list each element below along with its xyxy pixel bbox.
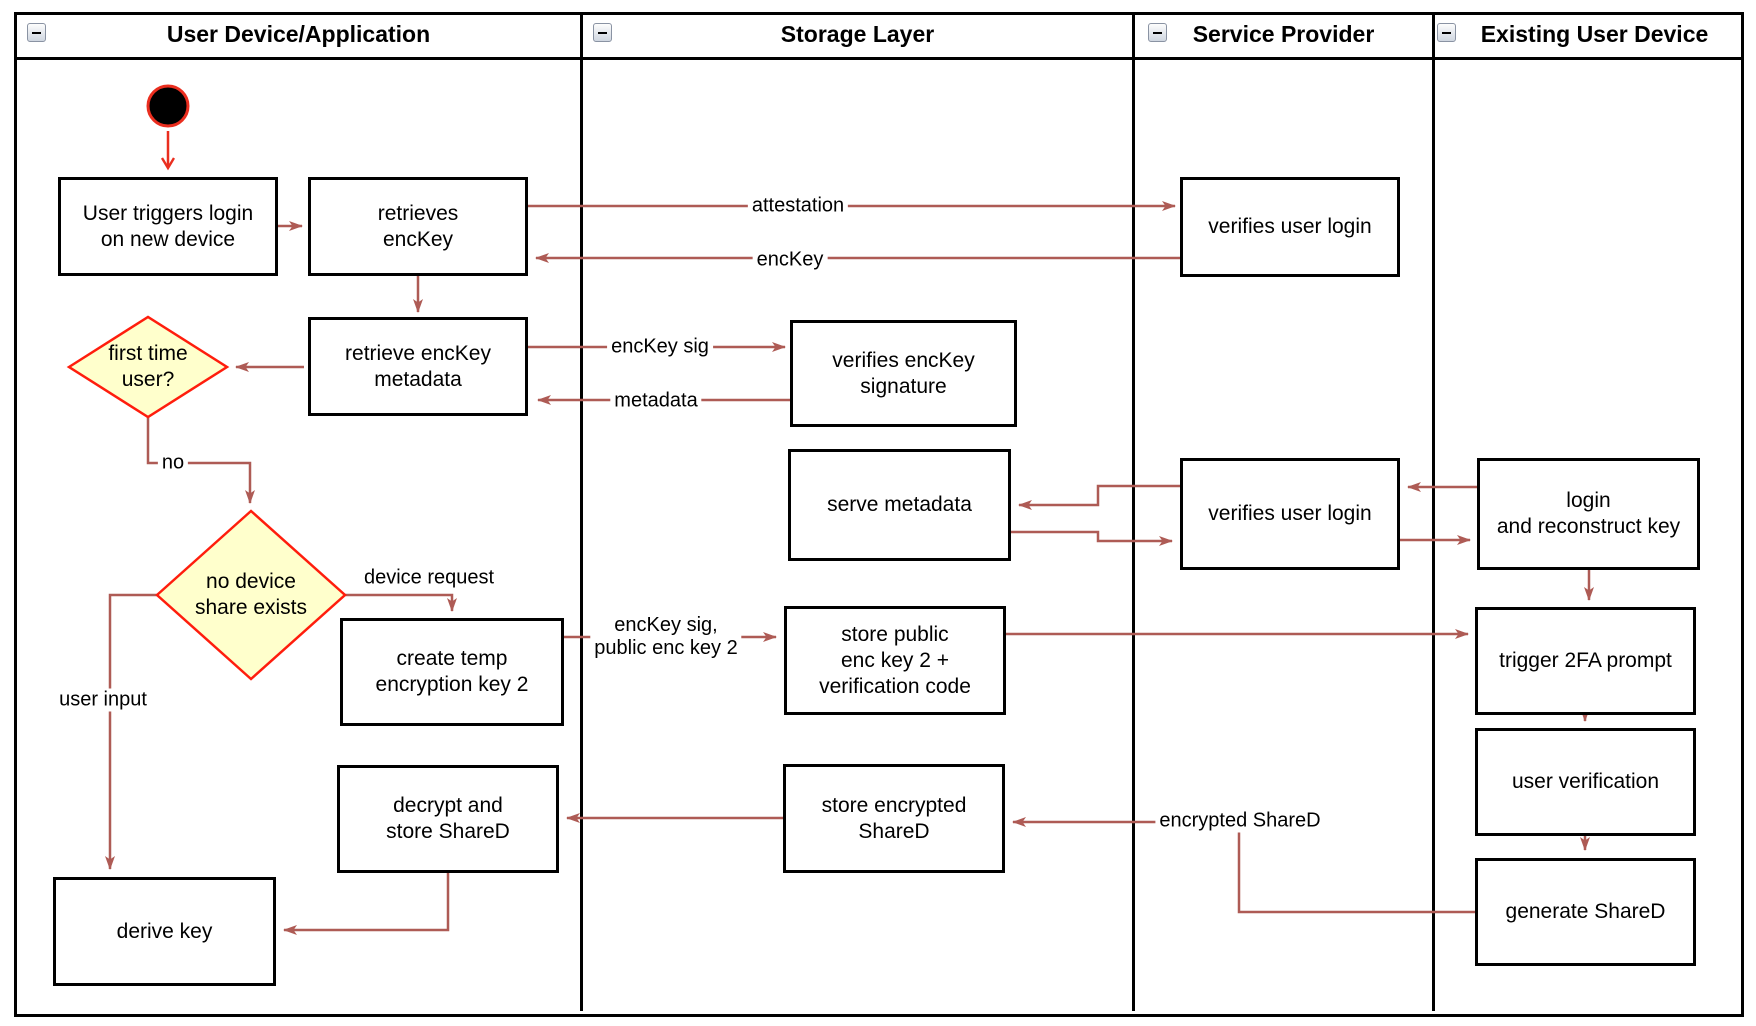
- diagram-frame: [14, 12, 1744, 1017]
- edge-label-enckey: encKey: [752, 248, 828, 272]
- decision-first-time-label: first time user?: [108, 342, 188, 391]
- node-verifies-user-login-mid[interactable]: verifies user login: [1180, 458, 1400, 570]
- decision-no-share-label: no device share exists: [194, 570, 308, 619]
- decision-no-device-share[interactable]: [155, 509, 347, 681]
- collapse-lane-icon[interactable]: [27, 23, 46, 42]
- lane-divider-3: [1432, 12, 1435, 1011]
- edge-label-metadata: metadata: [610, 389, 702, 413]
- header-divider: [14, 57, 1741, 60]
- minus-icon: [1153, 31, 1162, 34]
- collapse-lane-icon[interactable]: [1437, 23, 1456, 42]
- node-derive-key[interactable]: derive key: [53, 877, 276, 986]
- connector-user-input: [105, 593, 158, 870]
- node-store-encrypted-shared[interactable]: store encrypted ShareD: [783, 764, 1005, 873]
- node-create-temp-key[interactable]: create temp encryption key 2: [340, 618, 564, 726]
- lane-title-existing-device: Existing User Device: [1480, 20, 1709, 47]
- lane-title-storage-layer: Storage Layer: [780, 20, 935, 47]
- edge-label-user-input: user input: [55, 688, 151, 712]
- node-decrypt-store-shared[interactable]: decrypt and store ShareD: [337, 765, 559, 873]
- node-generate-shared[interactable]: generate ShareD: [1475, 858, 1696, 966]
- minus-icon: [32, 31, 41, 34]
- edge-label-no: no: [157, 451, 189, 475]
- collapse-lane-icon[interactable]: [593, 23, 612, 42]
- node-user-verification[interactable]: user verification: [1475, 728, 1696, 836]
- edge-label-attestation: attestation: [747, 194, 849, 218]
- decision-first-time-user[interactable]: [66, 315, 230, 419]
- start-node[interactable]: [146, 84, 190, 128]
- edge-label-device-request: device request: [363, 566, 495, 589]
- node-user-triggers-login[interactable]: User triggers login on new device: [58, 177, 278, 276]
- edge-label-encrypted-shared: encrypted ShareD: [1155, 809, 1325, 833]
- lane-divider-2: [1132, 12, 1135, 1011]
- collapse-lane-icon[interactable]: [1148, 23, 1167, 42]
- edge-label-enckey-sig: encKey sig: [607, 335, 713, 359]
- node-trigger-2fa-prompt[interactable]: trigger 2FA prompt: [1475, 607, 1696, 715]
- edge-label-enckey-sig-public: encKey sig, public enc key 2: [590, 614, 742, 660]
- connector-no-branch: [146, 417, 255, 504]
- lane-title-service-provider: Service Provider: [1192, 20, 1375, 47]
- connector-device-request: [345, 593, 457, 612]
- node-verifies-enckey-signature[interactable]: verifies encKey signature: [790, 320, 1017, 427]
- connector-serve-to-verifies: [1011, 530, 1173, 546]
- lane-title-user-device: User Device/Application: [166, 20, 431, 47]
- connector-verifies-to-serve: [1018, 484, 1180, 510]
- connector-decrypt-to-derive: [283, 873, 450, 935]
- lane-divider-1: [580, 12, 583, 1011]
- minus-icon: [598, 31, 607, 34]
- minus-icon: [1442, 31, 1451, 34]
- connector-encrypted-shared: [1012, 817, 1475, 914]
- node-retrieves-enckey[interactable]: retrieves encKey: [308, 177, 528, 276]
- node-serve-metadata[interactable]: serve metadata: [788, 449, 1011, 561]
- node-retrieve-enckey-metadata[interactable]: retrieve encKey metadata: [308, 317, 528, 416]
- node-store-public-key[interactable]: store public enc key 2 + verification co…: [784, 606, 1006, 715]
- node-verifies-user-login-top[interactable]: verifies user login: [1180, 177, 1400, 277]
- node-login-reconstruct-key[interactable]: login and reconstruct key: [1477, 458, 1700, 570]
